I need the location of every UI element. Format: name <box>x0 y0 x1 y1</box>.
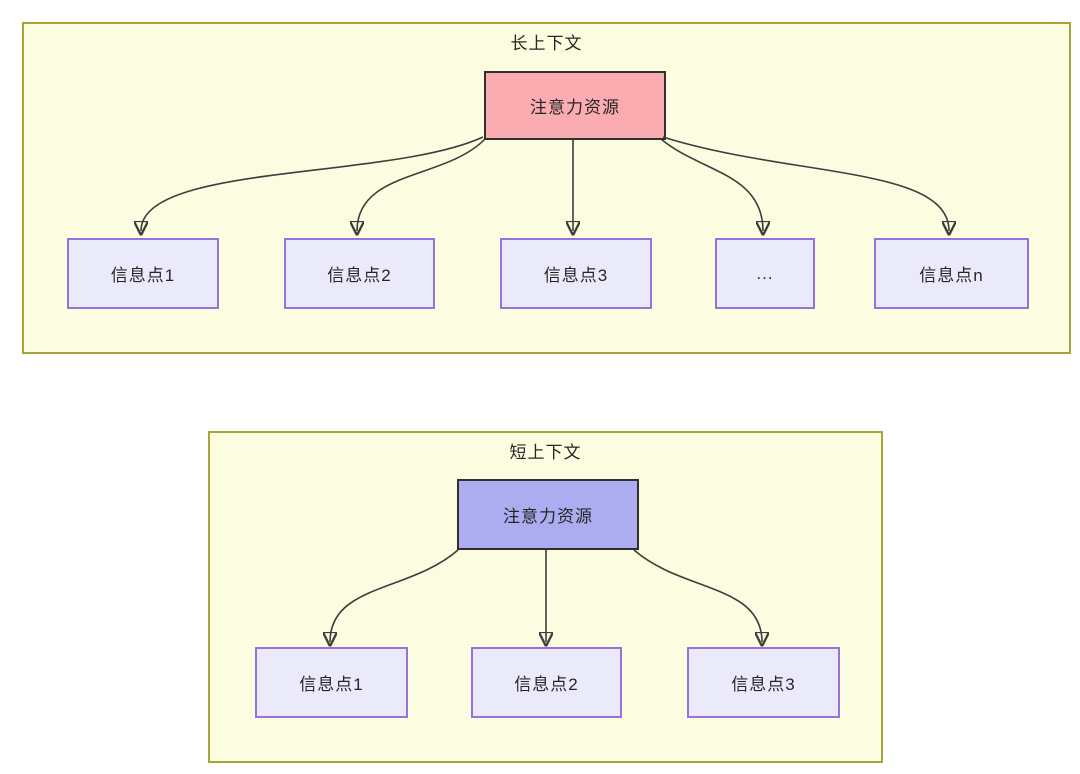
short-context-title: 短上下文 <box>509 443 582 462</box>
long-context-title: 长上下文 <box>510 34 583 53</box>
info-point-node: 信息点n <box>874 238 1029 309</box>
long-context-container: 长上下文 注意力资源 信息点1 信息点2 信息点3 ... 信息点n <box>22 22 1071 354</box>
attention-source-node-short: 注意力资源 <box>457 479 639 550</box>
attention-source-node-long: 注意力资源 <box>484 71 666 140</box>
info-point-node-ellipsis: ... <box>715 238 815 309</box>
info-point-node: 信息点1 <box>255 647 408 718</box>
info-point-node: 信息点1 <box>67 238 219 309</box>
info-point-node: 信息点2 <box>284 238 435 309</box>
info-point-node: 信息点3 <box>500 238 652 309</box>
info-point-node: 信息点2 <box>471 647 622 718</box>
info-point-node: 信息点3 <box>687 647 840 718</box>
short-context-container: 短上下文 注意力资源 信息点1 信息点2 信息点3 <box>208 431 883 763</box>
